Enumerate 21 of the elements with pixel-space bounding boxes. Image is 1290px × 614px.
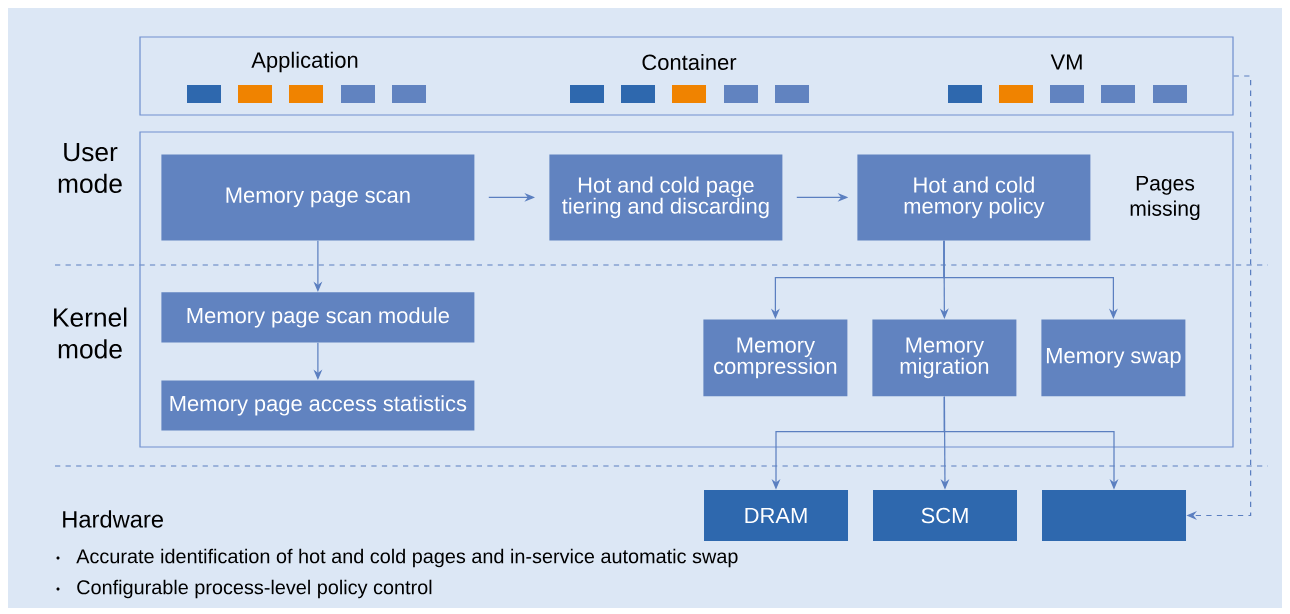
mode-label: User mode xyxy=(58,143,122,193)
hardware-box: DRAM xyxy=(704,490,848,541)
bullet-text: Accurate identification of hot and cold pages and in-service automatic swap xyxy=(76,548,738,568)
group-label: Container xyxy=(642,53,737,71)
group-label: VM xyxy=(1050,54,1082,70)
process-box: Memory compression xyxy=(703,319,848,397)
mode-label: Kernel mode xyxy=(54,307,127,359)
process-box: Hot and cold memory policy xyxy=(857,154,1091,241)
mode-frame xyxy=(139,131,1234,448)
hardware-box: SCM xyxy=(873,490,1017,541)
layer-label: Hardware xyxy=(63,510,163,528)
process-box: Memory page scan module xyxy=(161,292,475,343)
process-box: Memory swap xyxy=(1041,319,1186,397)
process-box: Memory migration xyxy=(872,319,1017,397)
hardware-box xyxy=(1042,490,1186,541)
bullet-text: Configurable process-level policy control xyxy=(77,579,432,599)
status-note: Pages missing xyxy=(1130,175,1200,221)
group-label: Application xyxy=(251,51,358,73)
process-box: Memory page access statistics xyxy=(161,380,475,431)
process-box: Memory page scan xyxy=(161,154,475,241)
process-box: Hot and cold page tiering and discarding xyxy=(549,154,783,241)
